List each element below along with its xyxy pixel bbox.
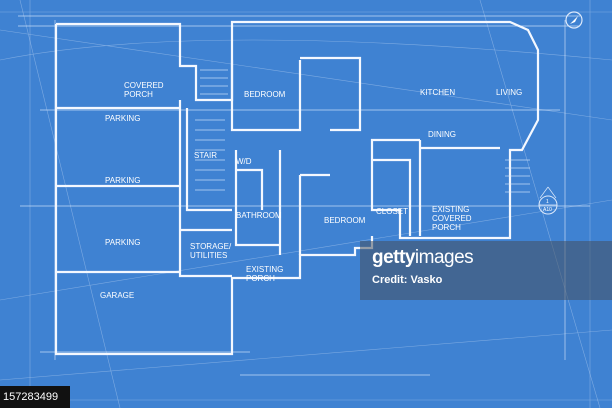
label-wd: W/D	[236, 157, 252, 166]
label-parking-1: PARKING	[105, 114, 140, 123]
label-garage: GARAGE	[100, 291, 134, 300]
image-id: 157283499	[0, 386, 70, 408]
section-marker: 1 A10	[538, 186, 558, 215]
label-parking-2: PARKING	[105, 176, 140, 185]
room-labels: COVERED PORCH PARKING PARKING PARKING ST…	[100, 81, 522, 300]
stair-treads	[195, 69, 530, 193]
label-existing-porch: EXISTING	[246, 265, 283, 274]
north-arrow-icon	[565, 11, 583, 29]
dimension-lines	[18, 15, 590, 376]
watermark-logo: gettyimages	[372, 247, 474, 268]
label-stair: STAIR	[194, 151, 217, 160]
label-storage: STORAGE/	[190, 242, 232, 251]
label-bedroom-1: BEDROOM	[244, 90, 286, 99]
label-parking-3: PARKING	[105, 238, 140, 247]
label-covered-porch-2: PORCH	[124, 90, 153, 99]
label-covered-porch: COVERED	[124, 81, 164, 90]
label-bedroom-2: BEDROOM	[324, 216, 366, 225]
label-bathroom: BATHROOM	[236, 211, 282, 220]
label-utilities: UTILITIES	[190, 251, 227, 260]
watermark: gettyimages Credit: Vasko	[360, 241, 612, 300]
section-marker-number: 1	[546, 199, 549, 205]
watermark-credit: Credit: Vasko	[372, 274, 443, 286]
label-kitchen: KITCHEN	[420, 88, 455, 97]
label-dining: DINING	[428, 130, 456, 139]
walls	[54, 20, 540, 356]
label-existing-covered-porch: EXISTING	[432, 205, 469, 214]
label-existing-covered-porch-2: COVERED	[432, 214, 472, 223]
label-closet: CLOSET	[376, 207, 408, 216]
label-existing-porch-2: PORCH	[246, 274, 275, 283]
label-living: LIVING	[496, 88, 522, 97]
section-marker-sheet: A10	[543, 207, 552, 213]
label-existing-covered-porch-3: PORCH	[432, 223, 461, 232]
